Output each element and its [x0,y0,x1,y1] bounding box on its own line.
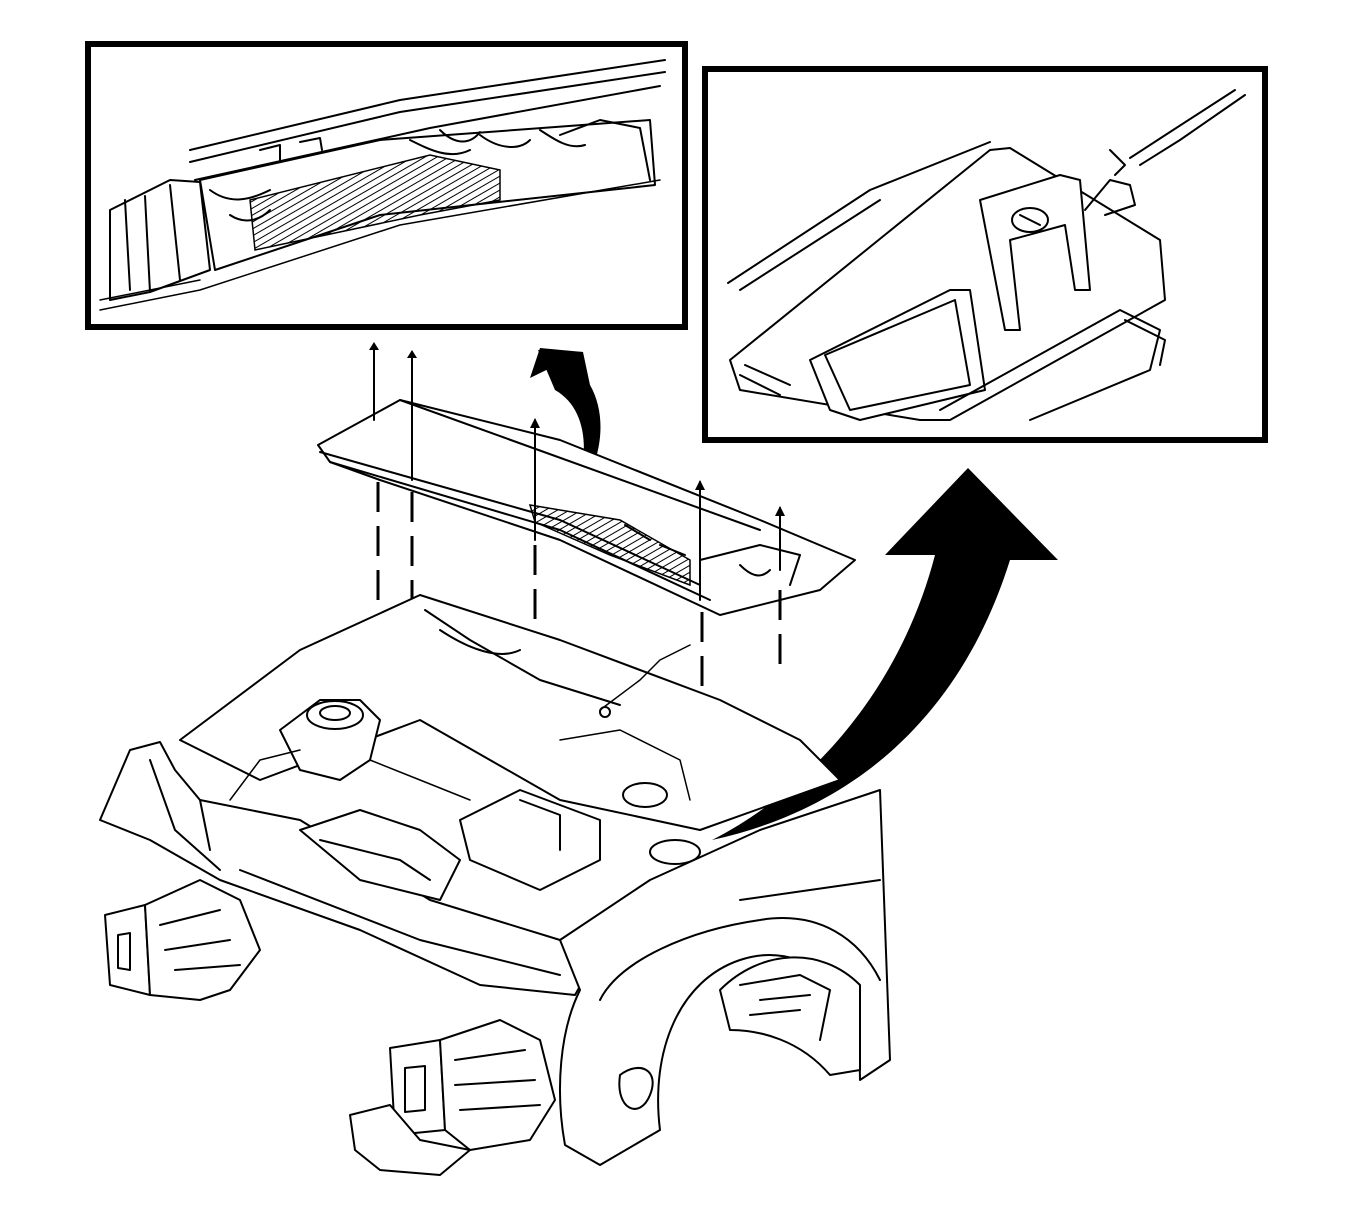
fastener-1 [369,342,380,650]
callout-arrow-right [712,468,1058,840]
vehicle-front-structure [99,594,891,1176]
cowl-panel-detail [85,41,688,330]
clip-retainer-detail [702,66,1268,443]
cowl-grille-panel [317,399,856,616]
cowl-panel-detail-drawing [99,59,666,311]
clip-retainer-detail-drawing [727,89,1246,421]
fastener-5 [775,506,785,676]
